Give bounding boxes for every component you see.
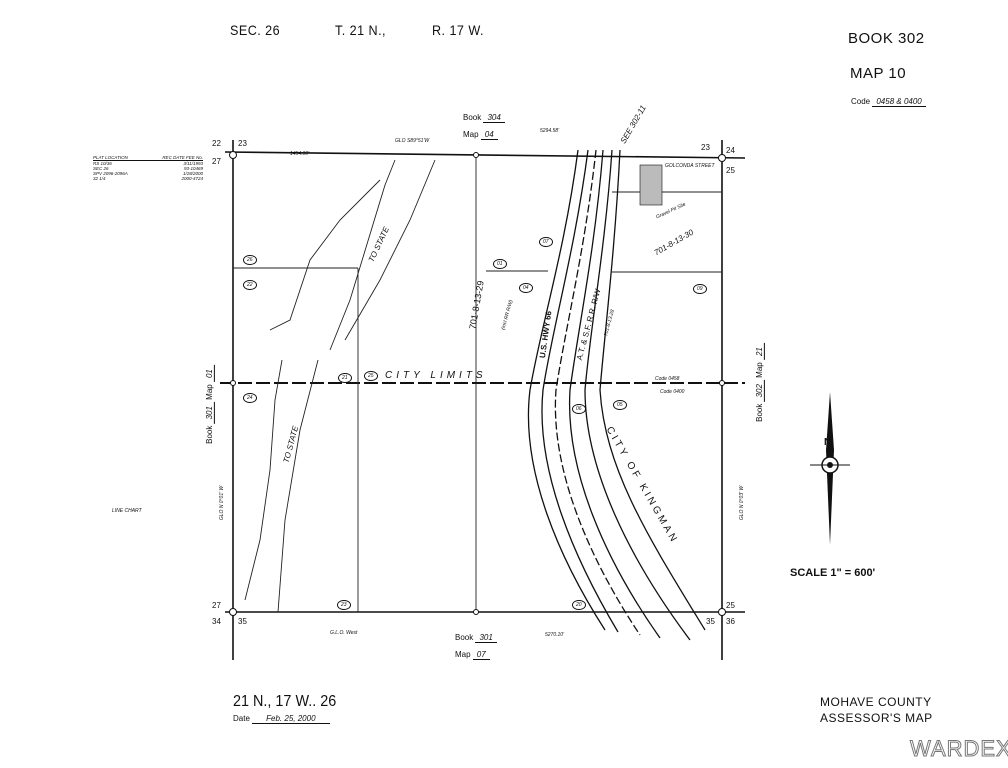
corner-number: 27 xyxy=(212,601,221,610)
north-arrow-icon xyxy=(810,392,850,545)
parcel-badge[interactable]: 22 xyxy=(243,280,257,290)
county-label: MOHAVE COUNTY xyxy=(820,695,932,709)
code-area-label: Code 0458 xyxy=(655,376,680,382)
map-number: MAP 10 xyxy=(850,65,907,82)
parcel-badge[interactable]: 07 xyxy=(539,237,553,247)
adjacent-book-top[interactable]: 304 xyxy=(483,113,505,123)
corner-number: 24 xyxy=(726,146,735,155)
book-label: Book xyxy=(204,425,214,444)
table-cell: 2000-4724 xyxy=(181,176,203,181)
map-title: ASSESSOR'S MAP xyxy=(820,711,933,725)
book-number: BOOK 302 xyxy=(848,30,925,47)
parcel-badge[interactable]: 09 xyxy=(693,284,707,294)
corner-number: 23 xyxy=(238,139,247,148)
township-range-section: 21 N., 17 W.. 26 xyxy=(233,693,337,710)
table-cell: 1/28/2000 xyxy=(182,171,203,176)
map-label: Map xyxy=(455,650,471,659)
parcel-badge[interactable]: 26 xyxy=(243,255,257,265)
parcel-badge[interactable]: 05 xyxy=(613,400,627,410)
adjacent-map-top[interactable]: 04 xyxy=(480,130,498,140)
bearing-label: G.L.O. West xyxy=(330,630,358,636)
adjacent-book-right[interactable]: 302 xyxy=(754,380,765,402)
corner-number: 22 xyxy=(212,139,221,148)
table-cell: SPV 2096-2096A xyxy=(93,171,128,176)
adjacent-book-bottom[interactable]: 301 xyxy=(475,633,497,643)
code-label: Code xyxy=(851,97,871,106)
book-label: Book xyxy=(463,113,482,122)
table-cell: RS 10/36 xyxy=(93,161,112,166)
railroad-highway-corridor xyxy=(527,149,706,641)
adjacent-book-left[interactable]: 301 xyxy=(204,402,215,424)
parcel-badge[interactable]: 25 xyxy=(364,371,378,381)
table-header: PLAT LOCATION xyxy=(93,155,128,160)
parcel-badge[interactable]: 06 xyxy=(572,404,586,414)
scale-label: SCALE 1" = 600' xyxy=(790,567,876,579)
corner-number: 27 xyxy=(212,157,221,166)
code-area-label: Code 0400 xyxy=(660,389,685,395)
adjacent-map-right[interactable]: 21 xyxy=(754,343,765,361)
corner-number: 35 xyxy=(238,617,247,626)
parcel-badge[interactable]: 23 xyxy=(337,600,351,610)
corner-number: 23 xyxy=(701,143,710,152)
adjacent-map-bottom[interactable]: 07 xyxy=(472,650,490,660)
watermark-logo: WARDEX xyxy=(910,736,1008,762)
distance-label: 5270.10' xyxy=(545,632,565,638)
line-chart-title: LINE CHART xyxy=(112,508,142,514)
corner-number: 25 xyxy=(726,601,735,610)
date-value: Feb. 25, 2000 xyxy=(252,714,330,724)
map-label: Map xyxy=(754,362,764,378)
north-section-line xyxy=(224,151,746,159)
table-cell: 3/11/1993 xyxy=(183,161,203,166)
range-label: R. 17 W. xyxy=(432,22,484,38)
table-cell: 32 1/4 xyxy=(93,176,106,181)
township-label: T. 21 N., xyxy=(335,22,386,38)
map-label: Map xyxy=(204,384,214,400)
parcel-badge[interactable]: 21 xyxy=(338,373,352,383)
bearing-label: GLO N 0°03' W xyxy=(739,485,746,521)
parcel-badge[interactable]: 24 xyxy=(243,393,257,403)
book-label: Book xyxy=(754,403,764,422)
bearing-label: GLO S89°51'W xyxy=(395,138,430,144)
code-value: 0458 & 0400 xyxy=(872,97,926,107)
north-label: N xyxy=(824,437,832,448)
section-label: SEC. 26 xyxy=(230,22,281,38)
parcel-badge[interactable]: 20 xyxy=(572,600,586,610)
corner-number: 36 xyxy=(726,617,735,626)
map-label: Map xyxy=(463,130,479,139)
plat-location-table: PLAT LOCATION REC DATE FEE No. RS 10/36 3/… xyxy=(93,155,203,181)
parcel-badge[interactable]: 01 xyxy=(493,259,507,269)
corner-number: 35 xyxy=(706,617,715,626)
city-limits-label: CITY LIMITS xyxy=(385,370,487,381)
table-cell: 93-10469 xyxy=(183,166,203,171)
parcel-badge[interactable]: 04 xyxy=(519,283,533,293)
table-header: REC DATE FEE No. xyxy=(162,155,203,160)
date-label: Date xyxy=(233,714,250,723)
book-label: Book xyxy=(455,633,474,642)
corner-number: 25 xyxy=(726,166,735,175)
corner-number: 34 xyxy=(212,617,221,626)
bearing-label: GLO N 0°01' W xyxy=(219,485,226,521)
table-cell: SEC 26 xyxy=(93,166,109,171)
adjacent-map-left[interactable]: 01 xyxy=(204,365,215,383)
distance-label: 1454.00' xyxy=(290,151,310,157)
distance-label: 5294.58' xyxy=(540,128,560,134)
street-label: GOLCONDA STREET xyxy=(665,163,715,169)
